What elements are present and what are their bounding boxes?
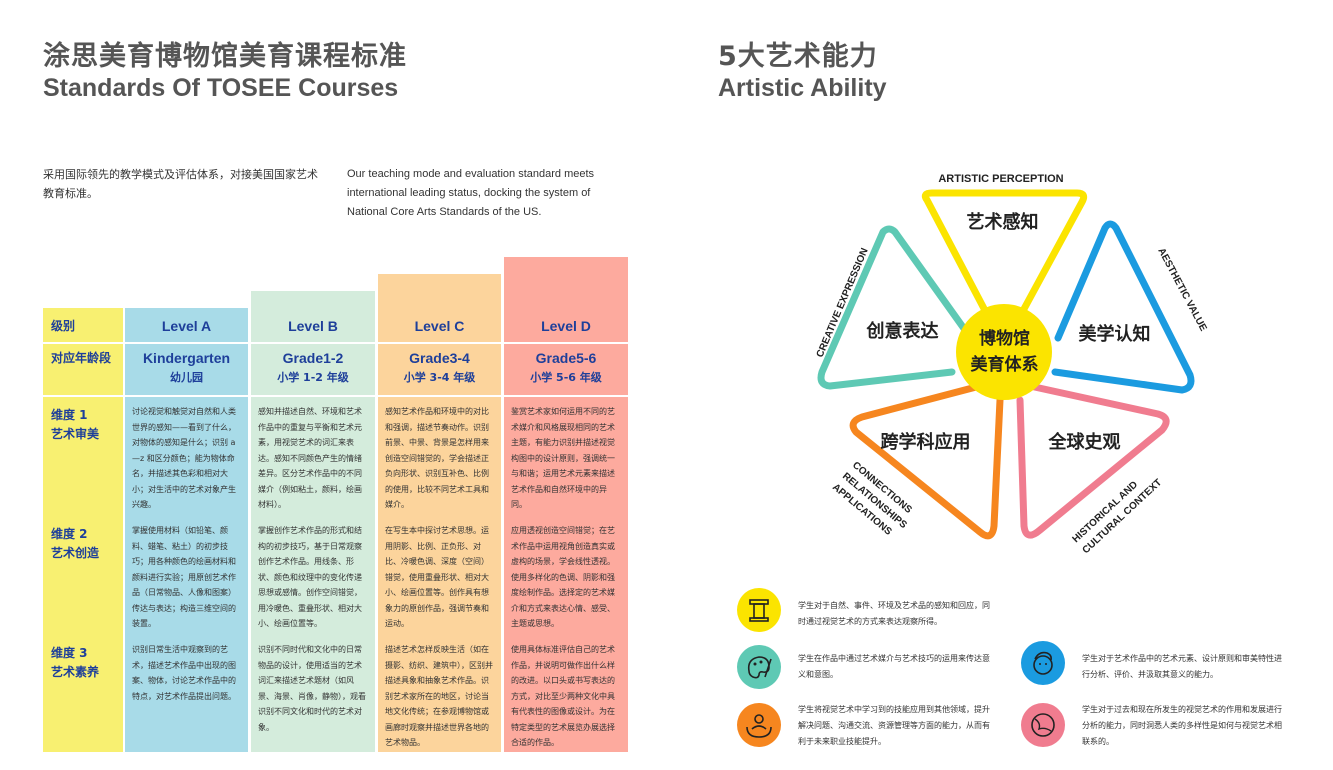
grade-a-en: Kindergarten — [142, 350, 231, 366]
page-title-cn: 涂思美育博物馆美育课程标准 — [43, 41, 407, 72]
grade-c-cn: 小学 3-4 年级 — [403, 371, 476, 384]
row-label-dim3-num: 维度 3 — [51, 646, 88, 660]
cell-d-dim2: 应用透视创造空间错觉；在艺术作品中运用视角创造真实或虚构的场景，学会线性透视。使… — [511, 526, 615, 628]
page-title-en: Standards Of TOSEE Courses — [43, 74, 399, 102]
ability-title-cn: 5大艺术能力 — [718, 41, 878, 72]
row-label-dim2-num: 维度 2 — [51, 527, 88, 541]
cell-d-dim3: 使用具体标准评估自己的艺术作品，并说明可做作出什么样的改进。以口头或书写表达的方… — [511, 645, 615, 747]
petal-label-right: 美学认知 — [1078, 324, 1151, 345]
desc-artistic-perception: 学生对于自然、事件、环境及艺术品的感知和回应，同时通过视觉艺术的方式来表达观察所… — [798, 601, 990, 626]
level-c-column — [378, 274, 501, 752]
label-column — [43, 308, 123, 752]
level-b-column — [251, 291, 375, 752]
petal-label-top: 艺术感知 — [966, 212, 1039, 233]
cell-d-dim1: 鉴赏艺术家如何运用不同的艺术媒介和风格展现相同的艺术主题，有能力识别并描述视觉构… — [511, 407, 615, 509]
outer-label-top: ARTISTIC PERCEPTION — [938, 173, 1063, 185]
row-label-dim3-name: 艺术素养 — [51, 665, 100, 679]
thinking-face-icon — [1021, 641, 1065, 685]
level-a-column — [125, 308, 248, 752]
grade-d-cn: 小学 5-6 年级 — [530, 371, 602, 384]
cell-b-dim1: 感知并描述自然、环境和艺术作品中的重复与平衡和艺术元素，用视觉艺术的词汇来表达。… — [258, 407, 362, 509]
row-label-age: 对应年龄段 — [51, 351, 112, 365]
level-d-header: Level D — [541, 318, 591, 334]
table-divider — [43, 342, 628, 344]
cell-a-dim1: 讨论视觉和触觉对自然和人类世界的感知——看到了什么，对物体的感知是什么；识别 a… — [132, 407, 236, 509]
ability-title-en: Artistic Ability — [718, 74, 887, 102]
petal-artistic-perception — [921, 189, 1088, 324]
cell-c-dim2: 在写生本中探讨艺术思想。运用阴影、比例、正负形、对比、冷暖色调、深度（空间）错觉… — [385, 526, 489, 628]
center-label-line1: 博物馆 — [979, 329, 1030, 349]
hands-people-icon — [737, 703, 781, 747]
grade-a-cn: 幼儿园 — [170, 371, 203, 384]
grade-c-en: Grade3-4 — [409, 350, 470, 366]
petal-label-bottom-left: 跨学科应用 — [880, 432, 971, 453]
center-circle — [956, 304, 1052, 400]
cell-b-dim3: 识别不同时代和文化中的日常物品的设计，使用适当的艺术词汇来描述艺术题材（如风景、… — [258, 645, 366, 732]
desc-connections: 学生将视觉艺术中学习到的技能应用到其他领域，提升解决问题、沟通交流、资源管理等方… — [798, 705, 990, 746]
petal-label-left: 创意表达 — [866, 321, 939, 342]
grade-d-en: Grade5-6 — [535, 350, 597, 366]
petal-aesthetic-value — [1051, 220, 1195, 394]
grade-c-header: Grade3-4 小学 3-4 年级 — [378, 350, 501, 385]
petal-label-bottom-right: 全球史观 — [1048, 432, 1121, 453]
globe-face-icon — [1021, 703, 1065, 747]
desc-creative-expression: 学生在作品中通过艺术媒介与艺术技巧的运用来传达意义和意图。 — [798, 654, 990, 679]
row-label-dim2-name: 艺术创造 — [51, 546, 100, 560]
grade-b-cn: 小学 1-2 年级 — [277, 371, 349, 384]
petal-connections — [849, 382, 1004, 540]
row-label-dim1-name: 艺术审美 — [51, 427, 100, 441]
intro-text-cn: 采用国际领先的教学模式及评估体系，对接美国国家艺术教育标准。 — [43, 168, 318, 200]
cell-c-dim1: 感知艺术作品和环境中的对比和强调，描述节奏动作。识别前景、中景、背景是怎样用来创… — [385, 407, 489, 509]
level-b-header: Level B — [288, 318, 338, 334]
petal-historical-context — [1016, 382, 1170, 539]
grade-d-header: Grade5-6 小学 5-6 年级 — [504, 350, 628, 385]
row-label-level: 级别 — [51, 319, 76, 333]
level-d-column — [504, 257, 628, 752]
row-label-dim1-num: 维度 1 — [51, 408, 88, 422]
cell-a-dim2: 掌握使用材料（如铅笔、颜料、蜡笔、粘土）的初步技巧；用各种颜色的绘画材料和颜料进… — [132, 526, 236, 628]
grade-b-en: Grade1-2 — [282, 350, 344, 366]
grade-b-header: Grade1-2 小学 1-2 年级 — [251, 350, 375, 385]
desc-historical-context: 学生对于过去和现在所发生的视觉艺术的作用和发展进行分析的能力，同时洞悉人类的多样… — [1082, 705, 1282, 746]
level-c-header: Level C — [414, 318, 465, 334]
cell-a-dim3: 识别日常生活中观察到的艺术，描述艺术作品中出现的图案、物体，讨论艺术作品中的特点… — [132, 645, 236, 701]
grade-a-header: Kindergarten 幼儿园 — [125, 350, 248, 385]
column-icon — [737, 588, 781, 632]
table-divider — [43, 395, 628, 397]
cell-b-dim2: 掌握创作艺术作品的形式和结构的初步技巧，基于日常观察创作艺术作品。用线条、形状、… — [258, 526, 362, 628]
palette-icon — [737, 645, 781, 689]
petal-creative-expression — [817, 225, 969, 390]
center-label: 博物馆 美育体系 — [957, 326, 1052, 378]
cell-c-dim3: 描述艺术怎样反映生活（如在摄影、纺织、建筑中），区别并描述具象和抽象艺术作品。识… — [385, 645, 493, 747]
intro-text-en: Our teaching mode and evaluation standar… — [347, 168, 595, 218]
desc-aesthetic-value: 学生对于艺术作品中的艺术元素、设计原则和审美特性进行分析、评价、并汲取其意义的能… — [1082, 654, 1282, 679]
center-label-line2: 美育体系 — [970, 355, 1039, 375]
level-a-header: Level A — [161, 318, 212, 334]
